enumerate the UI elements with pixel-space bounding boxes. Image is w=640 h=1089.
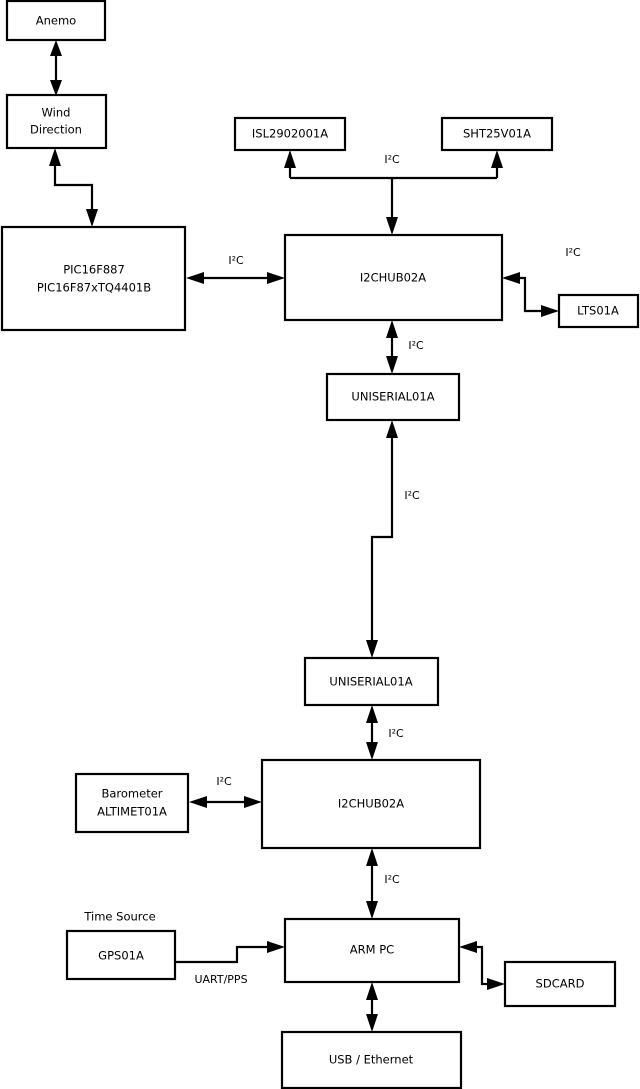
node-lts01a[interactable]: LTS01A [557, 293, 640, 329]
edge-anemo-wind [50, 40, 62, 96]
arrow-head-right [244, 796, 262, 808]
node-barometer[interactable]: Barometer ALTIMET01A [74, 772, 190, 834]
edge-label-hub-armpc: I²C [384, 873, 400, 886]
node-isl2902001a[interactable]: ISL2902001A [233, 116, 347, 152]
edge-labels-layer: I²C I²C I²C I²C I²C I²C I²C I²C UART/PPS [194, 153, 581, 986]
node-label-usb-ethernet: USB / Ethernet [329, 1053, 414, 1067]
edge-uniserialtop-uniserialbot [366, 420, 398, 658]
node-label-sdcard: SDCARD [536, 977, 585, 991]
node-label-pic-line2: PIC16F87xTQ4401B [37, 281, 151, 295]
edge-hubbot-armpc [366, 848, 378, 919]
node-label-i2chub-top: I2CHUB02A [360, 271, 426, 285]
edge-uniserialbot-hubbot [366, 705, 378, 760]
edge-label-uniserial-hub-bottom: I²C [388, 727, 404, 740]
node-label-wind-line2: Direction [30, 123, 82, 137]
edge-label-barometer-hub: I²C [216, 775, 232, 788]
edge-label-uart-pps: UART/PPS [194, 973, 247, 986]
arrow-head-up [366, 982, 378, 1000]
edge-hubtop-lts [502, 272, 559, 317]
arrow-head-down [366, 640, 378, 658]
edge-hubtop-uniserialtop [386, 320, 398, 374]
arrow-head-up [49, 148, 61, 166]
node-label-uniserial-top: UNISERIAL01A [351, 390, 434, 404]
edge-label-uniserial-link: I²C [404, 489, 420, 502]
node-label-anemo: Anemo [36, 14, 76, 28]
arrow-head-up [366, 705, 378, 723]
node-label-barometer-line1: Barometer [101, 787, 162, 801]
arrow-head-up [386, 320, 398, 338]
arrow-head-right [267, 941, 285, 953]
edge-gps-armpc [175, 941, 285, 964]
edge-pic-hubtop [186, 272, 285, 284]
node-label-sht: SHT25V01A [463, 127, 531, 141]
node-label-barometer-line2: ALTIMET01A [97, 805, 167, 819]
arrow-head-right [267, 272, 285, 284]
node-usb-ethernet[interactable]: USB / Ethernet [280, 1030, 463, 1089]
arrow-head-left [189, 796, 207, 808]
node-label-arm-pc: ARM PC [350, 943, 394, 957]
node-label-gps: GPS01A [98, 949, 144, 963]
arrow-head-up [50, 40, 62, 56]
arrow-head-right [541, 305, 559, 317]
node-sdcard[interactable]: SDCARD [503, 960, 617, 1008]
arrow-head-right [487, 978, 505, 990]
arrow-head-down-hub [386, 217, 398, 235]
node-label-pic-line1: PIC16F887 [63, 263, 125, 277]
node-i2chub02a-bottom[interactable]: I2CHUB02A [260, 758, 482, 850]
edge-armpc-sdcard [459, 941, 505, 990]
node-label-i2chub-bottom: I2CHUB02A [338, 797, 404, 811]
node-label-lts: LTS01A [577, 304, 619, 318]
arrow-head-up-sht [491, 150, 503, 168]
arrow-head-down [386, 356, 398, 374]
edges-layer [49, 40, 559, 1032]
node-wind-direction[interactable]: Wind Direction [5, 93, 108, 150]
node-uniserial01a-top[interactable]: UNISERIAL01A [325, 372, 461, 422]
free-labels-layer: Time Source [83, 910, 155, 924]
edge-label-pic-hub: I²C [228, 254, 244, 267]
arrow-head-down [86, 209, 98, 227]
arrow-head-down [366, 742, 378, 760]
arrow-head-left [186, 272, 204, 284]
arrow-head-down [366, 1014, 378, 1032]
node-pic-mcu[interactable]: PIC16F887 PIC16F87xTQ4401B [0, 225, 187, 332]
node-i2chub02a-top[interactable]: I2CHUB02A [283, 233, 504, 322]
label-time-source: Time Source [83, 910, 155, 924]
arrow-head-left [459, 941, 477, 953]
edge-label-hub-uniserial: I²C [408, 339, 424, 352]
edge-barometer-hubbot [189, 796, 262, 808]
edge-label-sensor-fanout: I²C [384, 153, 400, 166]
edge-wind-pic [49, 148, 98, 227]
edge-armpc-usbeth [366, 982, 378, 1032]
arrow-head-up [366, 848, 378, 866]
node-label-wind-line1: Wind [42, 106, 71, 120]
node-sht25v01a[interactable]: SHT25V01A [440, 116, 554, 152]
node-label-isl: ISL2902001A [252, 127, 328, 141]
arrow-head-up-isl [284, 150, 296, 168]
node-arm-pc[interactable]: ARM PC [283, 917, 461, 984]
node-label-uniserial-bottom: UNISERIAL01A [329, 675, 412, 689]
edge-label-hub-lts: I²C [565, 246, 581, 259]
arrow-head-down [50, 80, 62, 96]
node-anemo[interactable]: Anemo [5, 0, 107, 42]
node-gps01a[interactable]: GPS01A [65, 929, 177, 981]
edge-hubtop-sensors-fanout [284, 150, 503, 235]
arrow-head-left [502, 272, 520, 284]
arrow-head-up [386, 420, 398, 438]
node-uniserial01a-bottom[interactable]: UNISERIAL01A [303, 656, 440, 707]
arrow-head-down [366, 901, 378, 919]
